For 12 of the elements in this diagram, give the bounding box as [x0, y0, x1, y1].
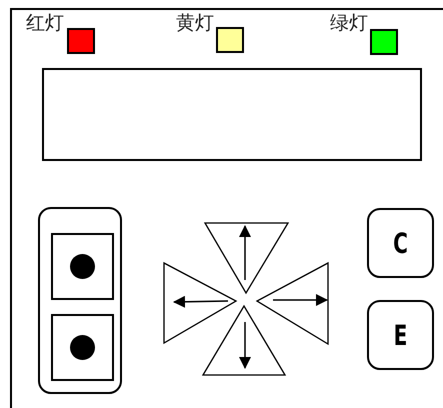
- e-button: E: [367, 300, 434, 370]
- lamp-indicator: [370, 29, 398, 55]
- lamp-label: 黄灯: [176, 12, 214, 34]
- key-button: [51, 314, 114, 381]
- lamp-label: 绿灯: [330, 12, 368, 34]
- lamp-label: 红灯: [26, 12, 64, 34]
- keypad-frame: [38, 207, 122, 394]
- lamp-indicator: [216, 27, 244, 53]
- lamp-indicator: [67, 28, 95, 54]
- display-screen: [42, 68, 422, 161]
- key-button: [51, 233, 114, 300]
- c-button: C: [367, 208, 434, 278]
